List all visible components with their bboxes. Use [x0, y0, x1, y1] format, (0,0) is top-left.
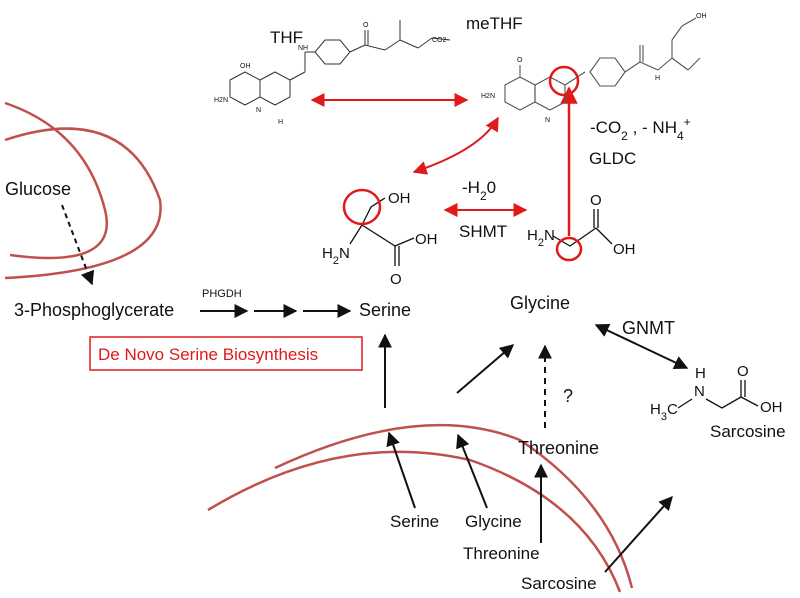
thf-co2: CO2-: [432, 37, 449, 44]
thf-label: THF: [270, 28, 303, 47]
glucose-label: Glucose: [5, 179, 71, 199]
threonine-label: Threonine: [518, 438, 599, 458]
serine-methf-arrow: [412, 116, 499, 175]
serine-highlight-circle: [342, 188, 382, 226]
methf-oh: OH: [696, 13, 707, 20]
methf-structure: [504, 17, 701, 111]
gnmt-label: GNMT: [622, 318, 675, 338]
glycine-label: Glycine: [510, 293, 570, 313]
bottom-glycine-label: Glycine: [465, 512, 522, 531]
glycine-o: O: [590, 192, 602, 209]
sarcosine-h3c: H3C: [650, 401, 678, 423]
sarcosine-oh: OH: [760, 399, 783, 416]
thf-oh: OH: [240, 63, 251, 70]
glycine-structure: H2N O OH: [527, 192, 636, 258]
serine-structure: OH H2N O OH: [322, 190, 438, 288]
glycine-uptake-arrow: [456, 344, 515, 394]
gnmt-arrow: [594, 324, 689, 369]
sarcosine-import-arrow: [604, 495, 673, 573]
sarcosine-o: O: [737, 363, 749, 380]
shmt-label: SHMT: [459, 222, 507, 241]
sarcosine-n: N: [694, 383, 705, 400]
co2-nh4-label: -CO2 , - NH4+: [590, 115, 691, 143]
bottom-threonine-label: Threonine: [463, 544, 540, 563]
serine-label: Serine: [359, 300, 411, 320]
methf-o: O: [517, 57, 523, 64]
glycine-oh: OH: [613, 241, 636, 258]
cell-membrane-top-left: [4, 101, 162, 280]
de-novo-label: De Novo Serine Biosynthesis: [98, 345, 318, 364]
methf-highlight-circle: [548, 65, 580, 97]
methf-n: N: [545, 117, 550, 124]
sarcosine-h: H: [695, 365, 706, 382]
serine-h2n: H2N: [322, 245, 350, 267]
phosphoglycerate-label: 3-Phosphoglycerate: [14, 300, 174, 320]
glycine-highlight-circle: [555, 236, 583, 262]
bottom-sarcosine-label: Sarcosine: [521, 574, 597, 593]
methf-h2n: H2N: [481, 93, 495, 100]
sarcosine-label: Sarcosine: [710, 422, 786, 441]
phgdh-label: PHGDH: [202, 288, 242, 300]
methf-h: H: [655, 75, 660, 82]
de-novo-box: [89, 336, 363, 371]
serine-cooh-oh: OH: [415, 231, 438, 248]
thf-nh: NH: [298, 45, 308, 52]
methf-label: meTHF: [466, 14, 523, 33]
thf-structure: [229, 20, 451, 106]
question-mark: ?: [563, 386, 573, 406]
cell-membrane-bottom: [207, 423, 634, 593]
thf-h: H: [278, 119, 283, 126]
serine-oh: OH: [388, 190, 411, 207]
serine-o: O: [390, 271, 402, 288]
glycine-import-arrow: [456, 433, 488, 509]
thf-n: N: [256, 107, 261, 114]
glycine-h2n: H2N: [527, 227, 555, 249]
serine-import-arrow: [386, 431, 416, 509]
thf-o: O: [363, 22, 369, 29]
thf-h2n: H2N: [214, 97, 228, 104]
gldc-label: GLDC: [589, 149, 636, 168]
water-loss-label: -H20: [462, 178, 496, 203]
sarcosine-structure: H N H3C O OH: [650, 363, 783, 423]
bottom-serine-label: Serine: [390, 512, 439, 531]
